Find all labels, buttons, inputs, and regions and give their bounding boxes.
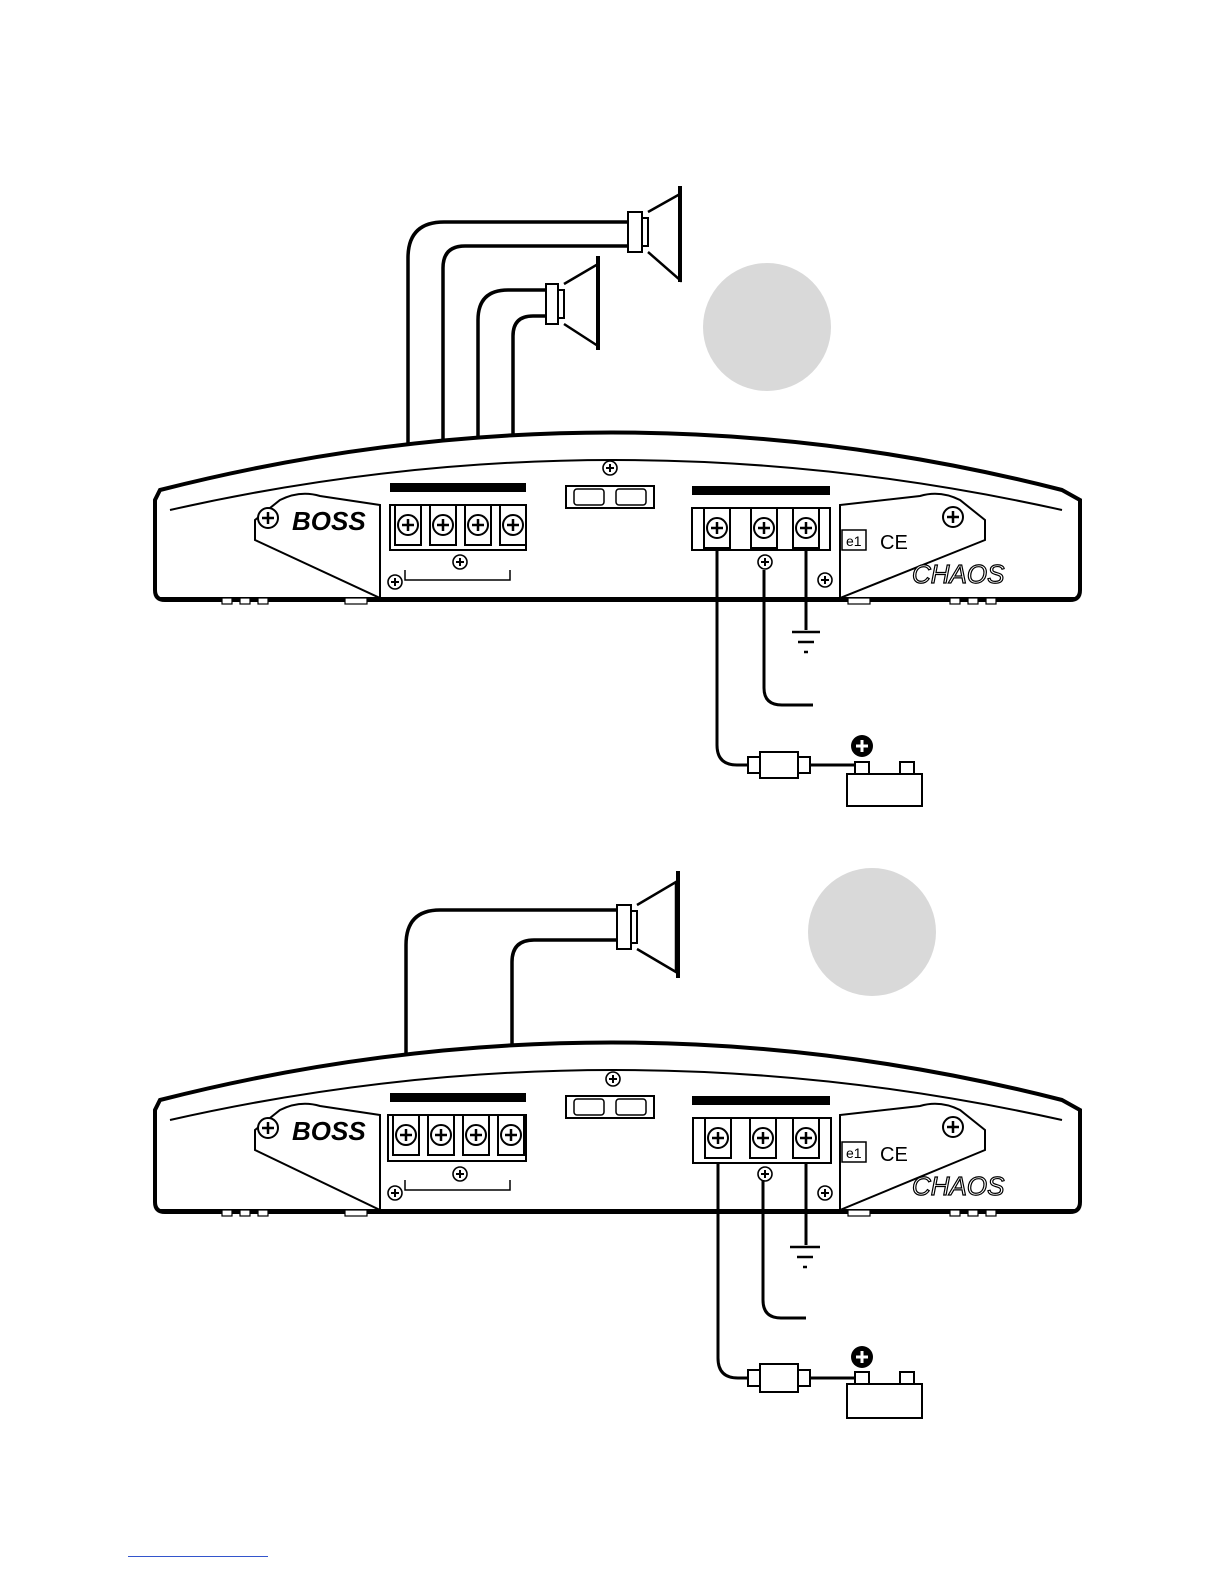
ce-mark: CE [880,1144,908,1166]
speaker-1 [628,186,680,282]
footer-rule [128,1556,268,1557]
speaker-terminal-block [390,505,526,550]
e1-mark: e1 [846,533,862,549]
brand-logo: BOSS [292,1116,366,1146]
speaker-2 [546,256,598,350]
fuse-holder [566,486,654,508]
ce-mark: CE [880,532,908,554]
power-terminal-label-bar [692,1096,830,1105]
badge-circle [808,868,936,996]
e1-mark: e1 [846,1145,862,1161]
battery [847,735,922,806]
speaker-1 [617,871,678,978]
battery [847,1346,922,1418]
brand-logo: BOSS [292,506,366,536]
diagram-bottom: BOSS e1 CE CHAOS [155,868,1080,1418]
speaker-terminal-block [388,1115,526,1161]
fuse-holder [566,1096,654,1118]
diagram-top: BOSS e1 CE [155,186,1080,806]
power-terminal-block [692,508,830,550]
model-logo: CHAOS [912,559,1005,589]
badge-circle [703,263,831,391]
power-terminal-block [693,1118,831,1163]
speaker-terminal-label-bar [390,483,526,492]
model-logo: CHAOS [912,1171,1005,1201]
power-terminal-label-bar [692,486,830,495]
speaker-terminal-label-bar [390,1093,526,1102]
